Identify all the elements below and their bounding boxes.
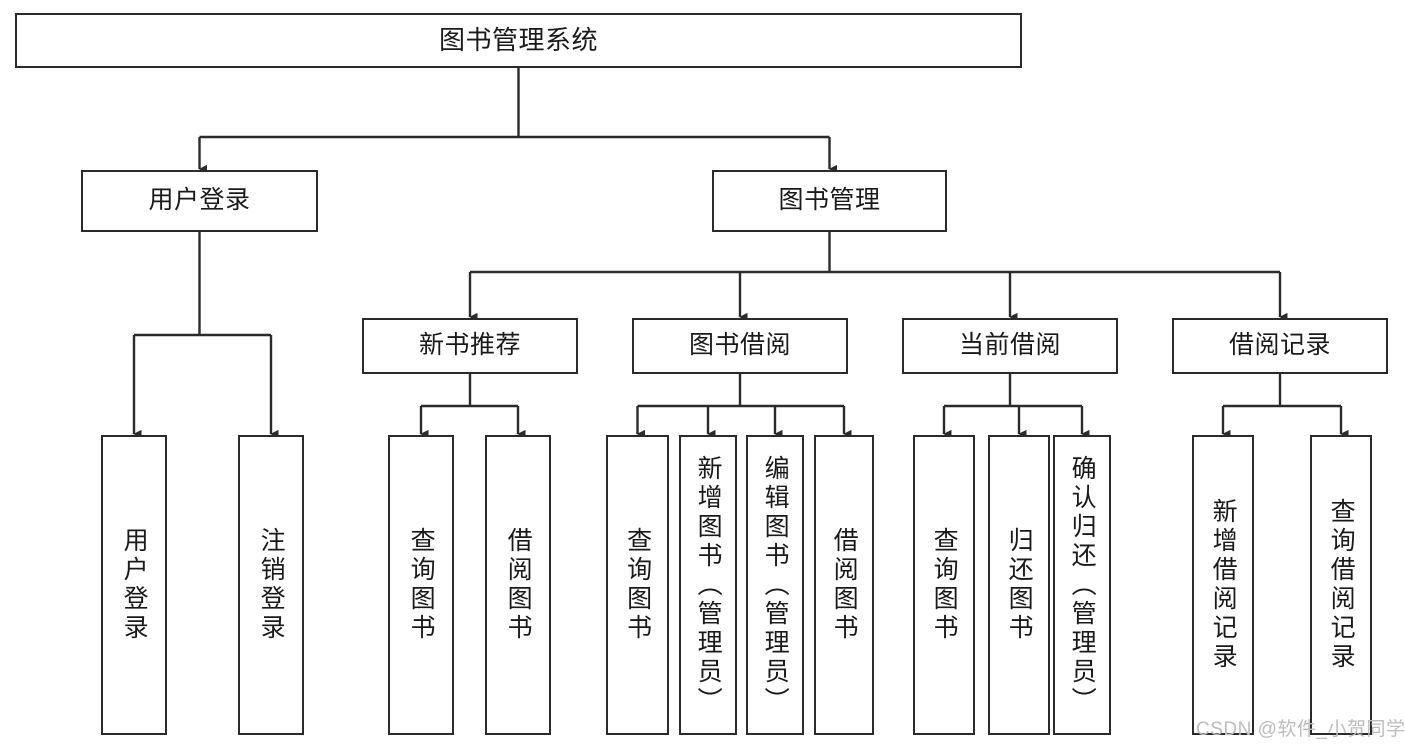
node-label: 图书借阅	[688, 331, 791, 360]
node-user-login[interactable]: 用户登录	[81, 170, 318, 232]
node-label: 注销登录	[257, 527, 286, 643]
leaf-user-login[interactable]: 用户登录	[101, 435, 167, 735]
leaf-current-return-book[interactable]: 归还图书	[988, 435, 1050, 735]
leaf-current-confirm-return-admin[interactable]: 确认归还（管理员）	[1053, 435, 1111, 735]
node-label: 借阅图书	[504, 527, 533, 643]
node-new-book-recommendation[interactable]: 新书推荐	[362, 318, 578, 374]
leaf-recommendation-borrow-book[interactable]: 借阅图书	[485, 435, 551, 735]
node-label: 编辑图书（管理员）	[761, 454, 790, 716]
node-label: 用户登录	[148, 186, 251, 215]
node-label: 新增借阅记录	[1209, 498, 1238, 672]
node-label: 查询图书	[407, 527, 436, 643]
leaf-current-query-book[interactable]: 查询图书	[913, 435, 975, 735]
node-borrowing-record[interactable]: 借阅记录	[1172, 318, 1388, 374]
node-label: 图书管理	[778, 186, 881, 215]
node-label: 新增图书（管理员）	[694, 454, 723, 716]
node-label: 确认归还（管理员）	[1068, 454, 1097, 716]
node-current-borrowing[interactable]: 当前借阅	[902, 318, 1118, 374]
node-label: 查询借阅记录	[1327, 498, 1356, 672]
node-label: 查询图书	[623, 527, 652, 643]
node-label: 借阅记录	[1228, 331, 1331, 360]
node-label: 图书管理系统	[438, 25, 598, 56]
leaf-record-query-borrow-record[interactable]: 查询借阅记录	[1310, 435, 1372, 735]
node-label: 归还图书	[1005, 527, 1034, 643]
node-label: 新书推荐	[418, 331, 521, 360]
leaf-recommendation-query-book[interactable]: 查询图书	[388, 435, 454, 735]
node-book-management[interactable]: 图书管理	[712, 170, 947, 232]
leaf-borrowing-borrow-book[interactable]: 借阅图书	[814, 435, 874, 735]
node-label: 借阅图书	[830, 527, 859, 643]
node-label: 当前借阅	[958, 331, 1061, 360]
node-book-borrowing[interactable]: 图书借阅	[632, 318, 848, 374]
leaf-borrowing-edit-book-admin[interactable]: 编辑图书（管理员）	[746, 435, 804, 735]
node-label: 用户登录	[120, 527, 149, 643]
leaf-record-add-borrow-record[interactable]: 新增借阅记录	[1192, 435, 1254, 735]
leaf-borrowing-query-book[interactable]: 查询图书	[606, 435, 669, 735]
node-label: 查询图书	[930, 527, 959, 643]
leaf-borrowing-add-book-admin[interactable]: 新增图书（管理员）	[679, 435, 737, 735]
leaf-user-logout[interactable]: 注销登录	[238, 435, 304, 735]
node-root-book-management-system[interactable]: 图书管理系统	[15, 13, 1022, 68]
